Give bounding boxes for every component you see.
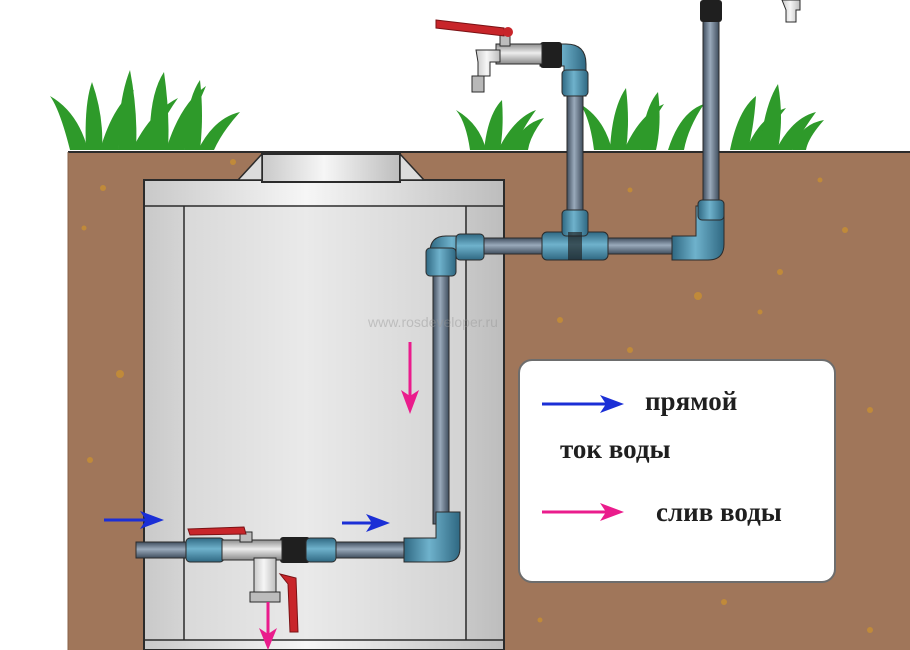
direct-flow-arrow-icon xyxy=(542,395,624,413)
grass xyxy=(50,70,824,150)
drain-arrow-icon xyxy=(542,503,624,521)
legend-direct-label-line1: прямой xyxy=(645,386,738,416)
legend xyxy=(518,359,836,583)
pipe-system xyxy=(135,0,725,563)
drain-arrow-icon xyxy=(401,342,419,414)
faucet-icon xyxy=(435,19,543,93)
valve-icon xyxy=(187,526,299,633)
direct-flow-arrow-icon xyxy=(342,514,390,532)
drain-arrow-icon xyxy=(259,602,277,650)
legend-direct-label-line2: ток воды xyxy=(560,434,671,464)
faucet-icon xyxy=(781,0,801,23)
watermark: www.rosdeveloper.ru xyxy=(368,314,498,330)
legend-drain-label: слив воды xyxy=(656,497,782,527)
direct-flow-arrow-icon xyxy=(104,511,164,529)
concrete-well xyxy=(143,152,505,650)
